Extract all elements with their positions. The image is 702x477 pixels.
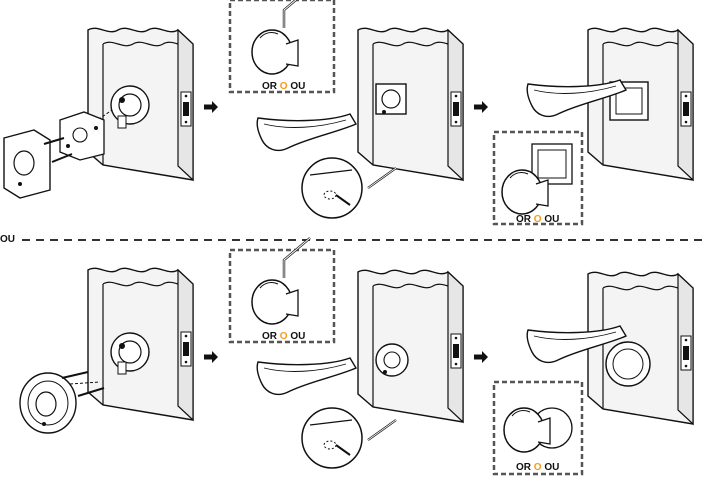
o-text: O xyxy=(533,462,542,473)
bottom-door-panel-2 xyxy=(357,269,464,423)
bottom-screws xyxy=(61,371,105,397)
ou-text: OU xyxy=(290,81,306,92)
or-text: OR xyxy=(516,214,531,225)
top-alt-knob-box-1 xyxy=(228,0,336,94)
bottom-round-rose xyxy=(19,372,77,434)
o-text: O xyxy=(533,214,542,225)
or-label-top-1: OR O OU xyxy=(262,81,305,92)
top-screws xyxy=(43,137,73,163)
o-text: O xyxy=(279,331,288,342)
top-lever-handle-2 xyxy=(256,113,357,152)
bottom-hexkey-2 xyxy=(367,419,397,441)
or-label-bottom-2: OR O OU xyxy=(516,462,559,473)
bottom-lever-handle-2 xyxy=(256,357,357,396)
bottom-lever-inset xyxy=(301,407,363,469)
ou-text: OU xyxy=(0,234,15,245)
top-mounting-plate xyxy=(59,111,105,161)
bottom-door-panel-3 xyxy=(587,271,694,425)
top-door-panel-1 xyxy=(85,27,194,181)
ou-text: OU xyxy=(544,462,560,473)
top-door-panel-2 xyxy=(357,27,464,181)
top-door-panel-3 xyxy=(587,27,694,181)
step-arrow-top-1 xyxy=(204,101,218,113)
top-hexkey-2 xyxy=(367,167,397,189)
top-square-rose xyxy=(3,129,51,199)
step-arrow-top-2 xyxy=(474,101,488,113)
bottom-door-panel-1 xyxy=(87,267,194,421)
or-text: OR xyxy=(262,331,277,342)
divider-ou-label: OU xyxy=(0,234,15,245)
step-arrow-bottom-1 xyxy=(204,351,218,363)
bottom-alt-knob-box-2 xyxy=(492,380,584,476)
top-alt-knob-box-2 xyxy=(492,130,584,226)
or-label-top-2: OR O OU xyxy=(516,214,559,225)
o-text: O xyxy=(279,81,288,92)
ou-text: OU xyxy=(290,331,306,342)
or-label-bottom-1: OR O OU xyxy=(262,331,305,342)
or-text: OR xyxy=(262,81,277,92)
top-lever-inset xyxy=(301,157,363,219)
step-arrow-bottom-2 xyxy=(474,351,488,363)
ou-text: OU xyxy=(544,214,560,225)
or-text: OR xyxy=(516,462,531,473)
bottom-alt-knob-box-1 xyxy=(228,236,336,344)
